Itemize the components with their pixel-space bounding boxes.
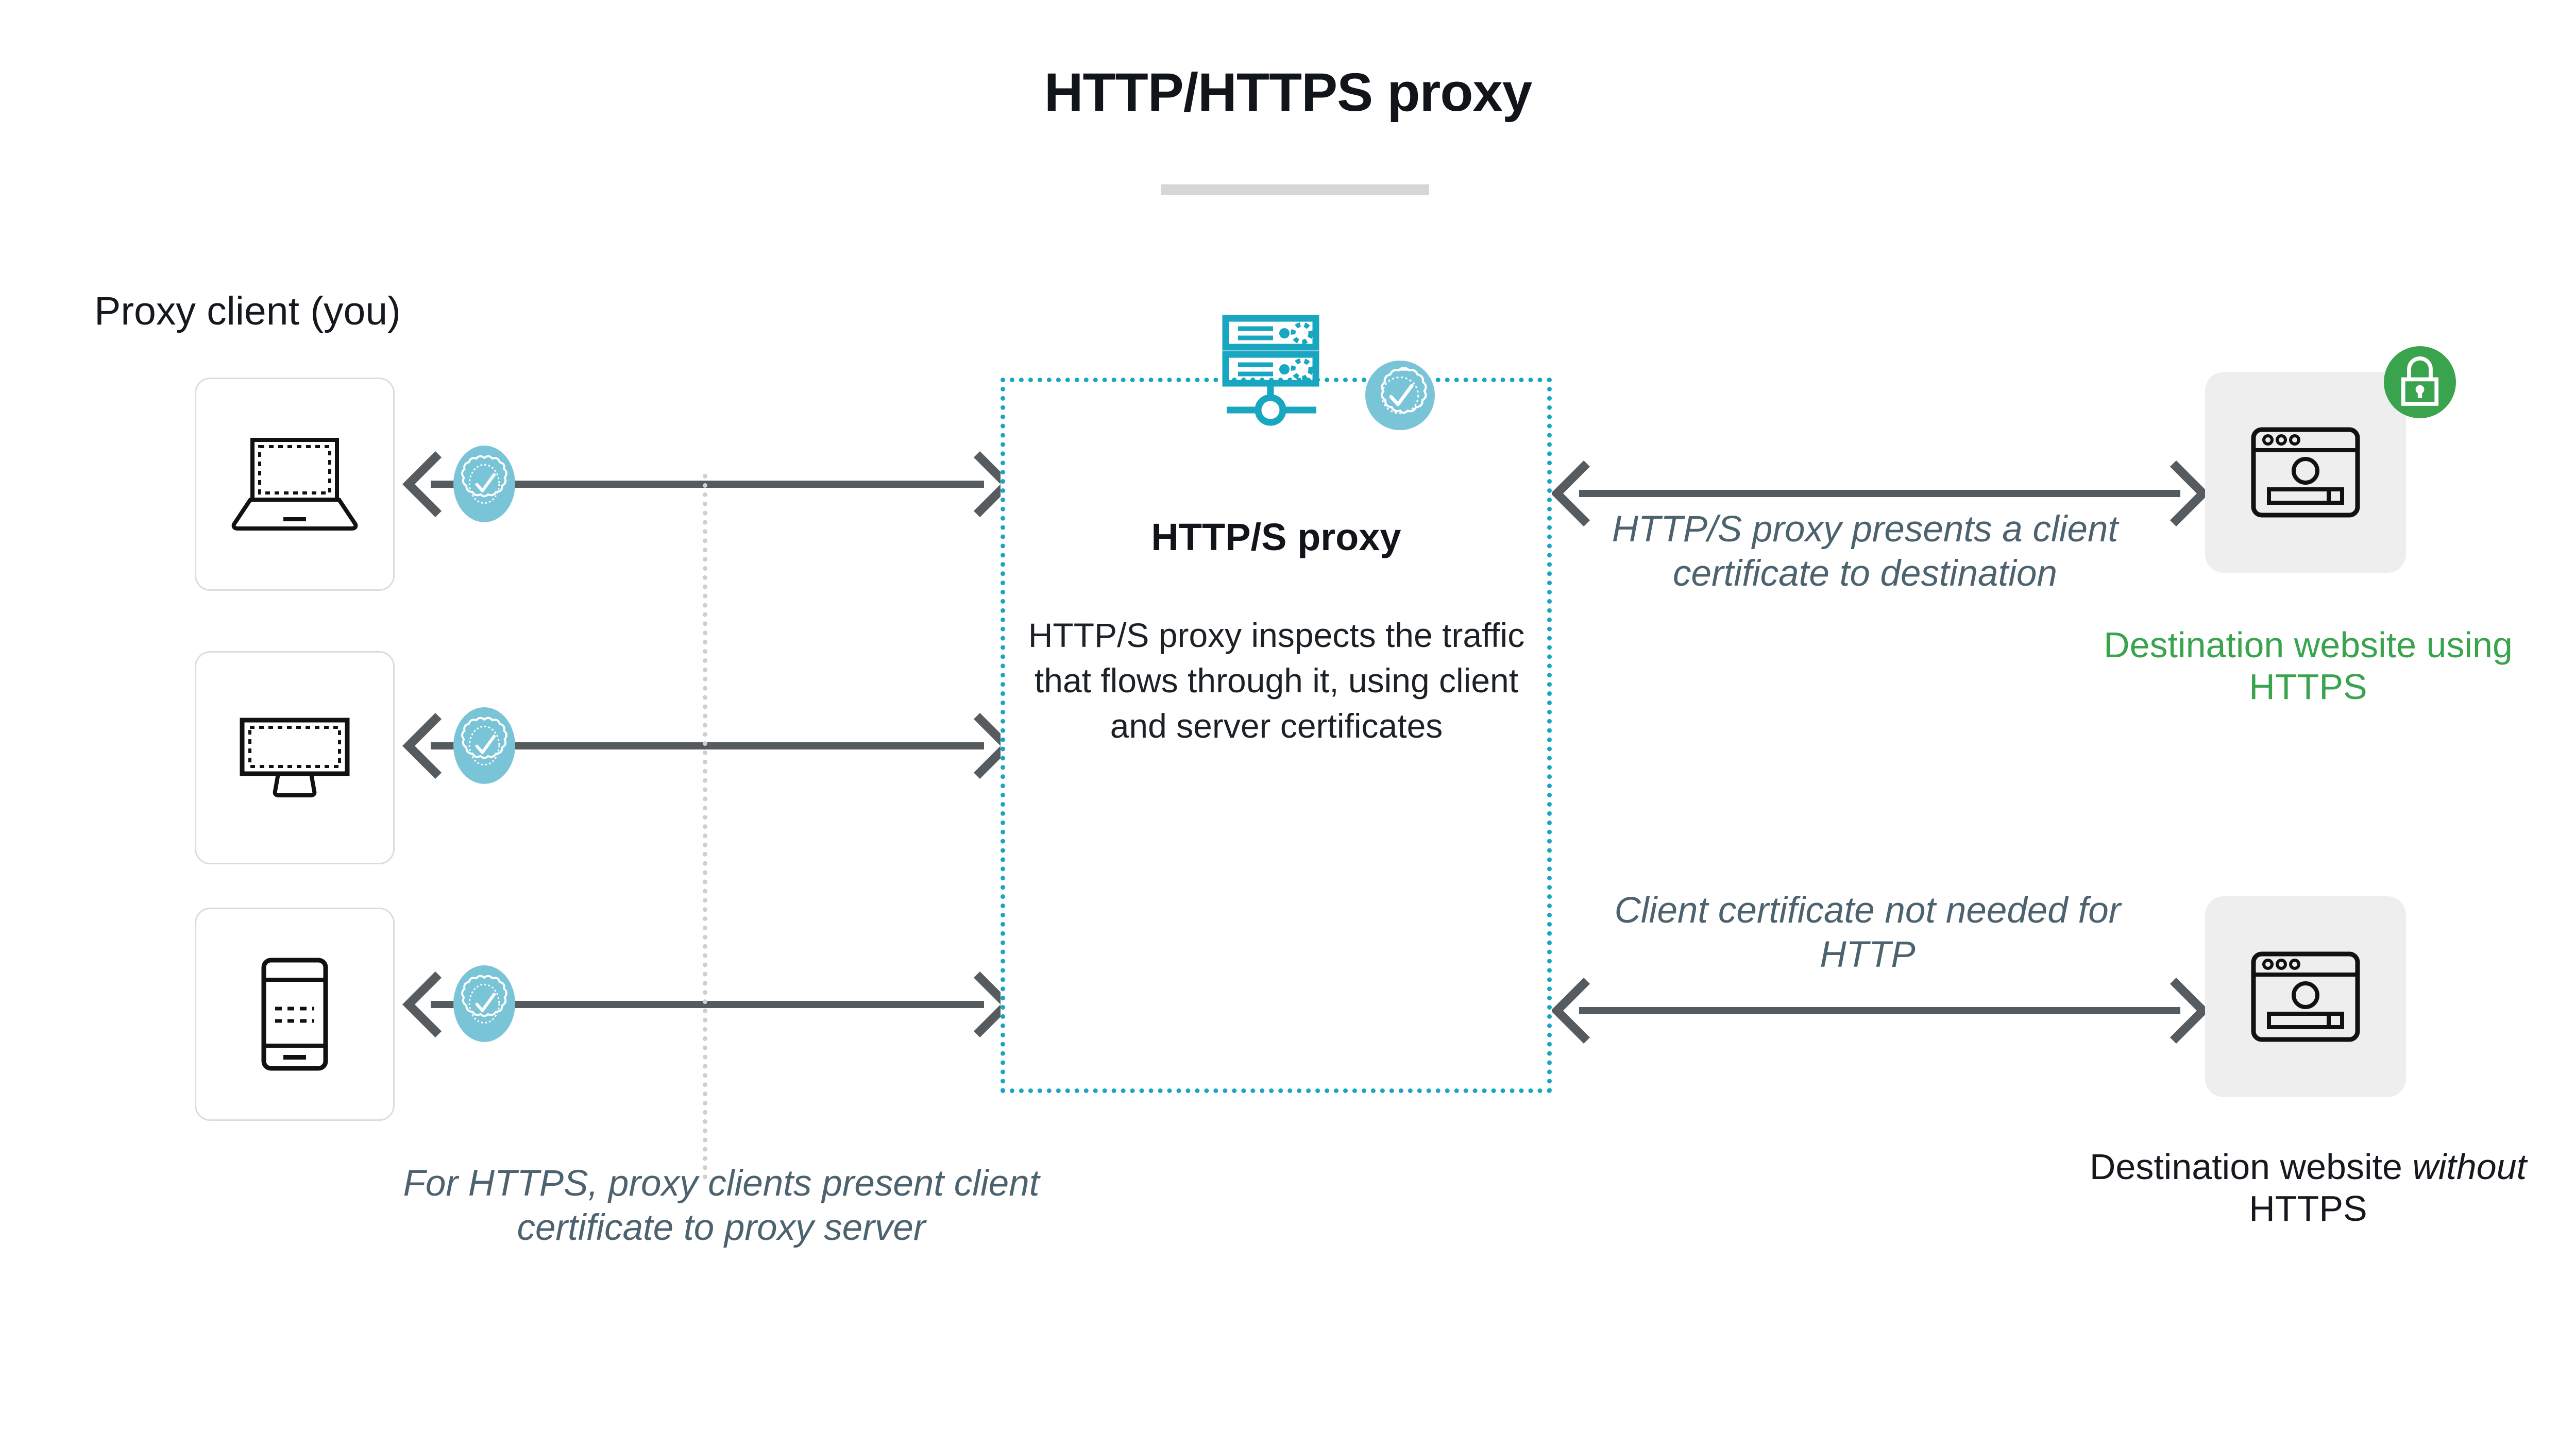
certificate-badge-icon <box>453 707 515 784</box>
client-device-card-phone[interactable] <box>195 908 395 1121</box>
dest-http-label-part1: Destination website <box>2089 1147 2413 1187</box>
proxy-title: HTTP/S proxy <box>1151 516 1401 558</box>
clients-section-label: Proxy client (you) <box>94 289 401 333</box>
browser-window-icon <box>2251 951 2360 1042</box>
proxy-server-icon-wrap <box>1206 309 1335 440</box>
destination-http-label: Destination website without HTTPS <box>2066 1146 2550 1230</box>
page-title: HTTP/HTTPS proxy <box>1044 62 1533 123</box>
arrow-client3-proxy <box>409 978 1007 1031</box>
dest-http-label-emphasis: without <box>2412 1147 2527 1187</box>
laptop-icon <box>231 438 358 531</box>
client-cert-guide-line <box>703 474 707 1180</box>
proxy-description: HTTP/S proxy inspects the traffic that f… <box>1028 616 1525 745</box>
note-clients-present-client-certificate: For HTTPS, proxy clients present client … <box>403 1163 1040 1248</box>
note-proxy-presents-client-certificate: HTTP/S proxy presents a client certifica… <box>1612 509 2119 594</box>
server-rack-icon <box>1222 315 1319 426</box>
certificate-badge-icon <box>453 965 515 1042</box>
browser-window-icon <box>2251 427 2360 518</box>
proxy-certificate-badge <box>1365 361 1435 433</box>
arrow-proxy-http-destination <box>1557 984 2203 1037</box>
client-device-card-monitor[interactable] <box>195 651 395 864</box>
dest-http-label-part3: HTTPS <box>2249 1188 2367 1229</box>
arrow-client2-proxy <box>409 719 1007 773</box>
destination-https-label: Destination website using HTTPS <box>2104 625 2513 707</box>
desktop-monitor-icon <box>240 718 350 797</box>
client-certificate-badge-1 <box>453 446 515 523</box>
title-divider <box>1161 184 1429 195</box>
client-certificate-badge-2 <box>453 707 515 785</box>
certificate-badge-icon <box>1365 361 1435 430</box>
note-client-certificate-not-needed: Client certificate not needed for HTTP <box>1614 890 2121 975</box>
arrow-client1-proxy <box>409 457 1007 511</box>
https-lock-badge <box>2384 346 2456 421</box>
certificate-badge-icon <box>453 446 515 522</box>
destination-card-http[interactable] <box>2205 896 2406 1097</box>
lock-icon <box>2384 346 2456 418</box>
proxy-boundary-box <box>1001 378 1552 1093</box>
smartphone-icon <box>261 958 328 1071</box>
arrow-proxy-https-destination <box>1557 467 2203 520</box>
client-device-card-laptop[interactable] <box>195 378 395 591</box>
destination-card-https[interactable] <box>2205 372 2406 573</box>
client-certificate-badge-3 <box>453 965 515 1043</box>
